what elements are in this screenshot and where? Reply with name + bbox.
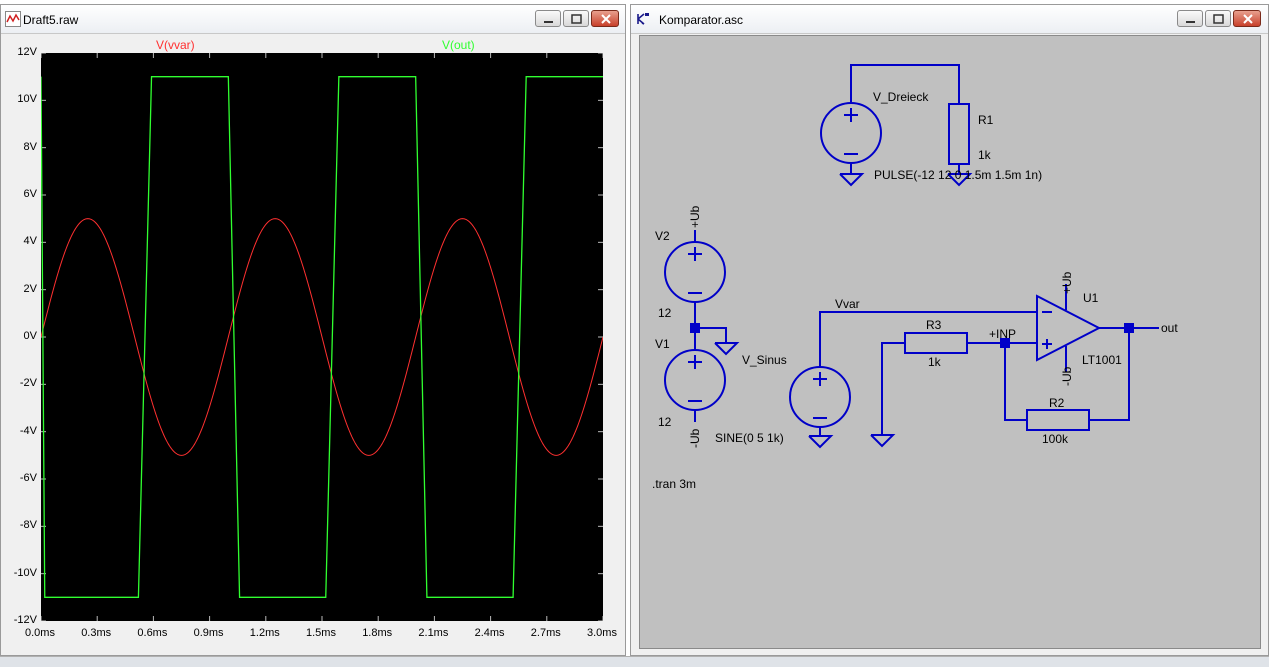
label-v2[interactable]: V2 <box>655 229 670 243</box>
x-tick-label: 1.5ms <box>306 627 336 639</box>
wire <box>850 64 960 104</box>
resistor-r3[interactable] <box>904 332 968 354</box>
label-vvar[interactable]: Vvar <box>835 297 860 311</box>
minimize-button[interactable] <box>1177 10 1203 27</box>
opamp-u1[interactable] <box>1036 294 1102 362</box>
plot-area[interactable] <box>41 53 603 621</box>
label-pulse[interactable]: PULSE(-12 12 0 1.5m 1.5m 1n) <box>874 168 1042 182</box>
label-out[interactable]: out <box>1161 321 1178 335</box>
label-sine[interactable]: SINE(0 5 1k) <box>715 431 784 445</box>
minimize-button[interactable] <box>535 10 561 27</box>
ground-icon <box>870 434 896 448</box>
trace-vvar[interactable] <box>41 218 603 456</box>
schematic-canvas[interactable]: V_Dreieck R1 1k PULSE(-12 12 0 1.5m 1.5m… <box>639 35 1261 649</box>
waveform-window: Draft5.raw 12V 10V 8V 6V 4V 2V 0V -2V -4V -6V -8V -… <box>0 4 626 656</box>
label-minus-ub[interactable]: -Ub <box>688 428 702 448</box>
label-v-sinus[interactable]: V_Sinus <box>742 353 787 367</box>
label-inp[interactable]: +INP <box>989 327 1016 341</box>
trace-vout[interactable] <box>41 76 603 598</box>
label-r1-value[interactable]: 1k <box>978 148 992 162</box>
label-plus-ub[interactable]: +Ub <box>688 205 702 228</box>
label-r2-value[interactable]: 100k <box>1042 432 1069 446</box>
junction <box>1000 338 1010 348</box>
y-tick-label: 6V <box>23 188 37 200</box>
close-button[interactable] <box>1233 10 1261 27</box>
y-tick-label: 10V <box>17 93 37 106</box>
y-tick-label: -2V <box>19 377 37 390</box>
x-tick-label: 2.7ms <box>530 627 561 639</box>
ground-icon <box>808 435 834 449</box>
label-r2[interactable]: R2 <box>1049 396 1065 410</box>
waveform-icon <box>5 11 21 27</box>
x-tick-label: 0.3ms <box>81 627 112 639</box>
schematic-title: Komparator.asc <box>659 13 744 27</box>
junction <box>1124 323 1134 333</box>
label-v1-value[interactable]: 12 <box>658 415 672 429</box>
label-v1[interactable]: V1 <box>655 337 670 351</box>
legend-vout[interactable]: V(out) <box>442 38 475 52</box>
label-v-dreieck[interactable]: V_Dreieck <box>873 90 929 104</box>
x-tick-label: 0.9ms <box>193 627 224 639</box>
schematic-drawing[interactable]: V_Dreieck R1 1k PULSE(-12 12 0 1.5m 1.5m… <box>640 36 1262 650</box>
schematic-window: Komparator.asc <box>630 4 1269 656</box>
y-tick-label: 2V <box>23 282 37 295</box>
waveform-plot[interactable] <box>41 53 603 621</box>
resistor-r2[interactable] <box>1026 409 1090 431</box>
x-tick-label: 1.2ms <box>249 627 280 639</box>
y-tick-label: 0V <box>23 330 37 342</box>
label-opamp-minus-ub[interactable]: -Ub <box>1060 366 1074 386</box>
y-tick-label: -10V <box>13 566 37 579</box>
x-tick-label: 0.0ms <box>25 627 55 639</box>
ground-icon <box>839 173 865 187</box>
waveform-title: Draft5.raw <box>23 13 79 27</box>
y-tick-label: 4V <box>23 235 37 248</box>
schematic-titlebar[interactable]: Komparator.asc <box>631 5 1268 34</box>
y-tick-label: -6V <box>19 472 37 484</box>
y-tick-label: -12V <box>13 614 37 626</box>
label-r3[interactable]: R3 <box>926 318 942 332</box>
legend-vvar[interactable]: V(vvar) <box>156 38 195 52</box>
waveform-titlebar[interactable]: Draft5.raw <box>1 5 625 34</box>
label-r1[interactable]: R1 <box>978 113 994 127</box>
x-tick-label: 3.0ms <box>587 627 617 639</box>
x-tick-label: 2.1ms <box>418 627 449 639</box>
label-r3-value[interactable]: 1k <box>928 355 942 369</box>
ground-icon <box>714 342 740 356</box>
y-tick-label: 12V <box>17 46 37 58</box>
label-tran-directive[interactable]: .tran 3m <box>652 477 696 491</box>
voltage-source-v-dreieck[interactable] <box>820 102 882 164</box>
y-tick-label: -4V <box>19 424 37 437</box>
label-v2-value[interactable]: 12 <box>658 306 672 320</box>
taskbar-strip <box>0 656 1269 667</box>
y-tick-label: 8V <box>23 140 37 153</box>
maximize-button[interactable] <box>1205 10 1231 27</box>
label-u1[interactable]: U1 <box>1083 291 1099 305</box>
close-button[interactable] <box>591 10 619 27</box>
x-tick-label: 1.8ms <box>362 627 393 639</box>
y-tick-label: -8V <box>19 519 37 532</box>
x-tick-label: 2.4ms <box>474 627 505 639</box>
resistor-r1[interactable] <box>948 103 970 165</box>
x-tick-label: 0.6ms <box>137 627 168 639</box>
junction <box>690 323 700 333</box>
label-opamp-plus-ub[interactable]: +Ub <box>1060 271 1074 294</box>
maximize-button[interactable] <box>563 10 589 27</box>
ground-icon <box>947 173 973 187</box>
schematic-icon <box>637 13 649 25</box>
label-lt1001[interactable]: LT1001 <box>1082 353 1122 367</box>
